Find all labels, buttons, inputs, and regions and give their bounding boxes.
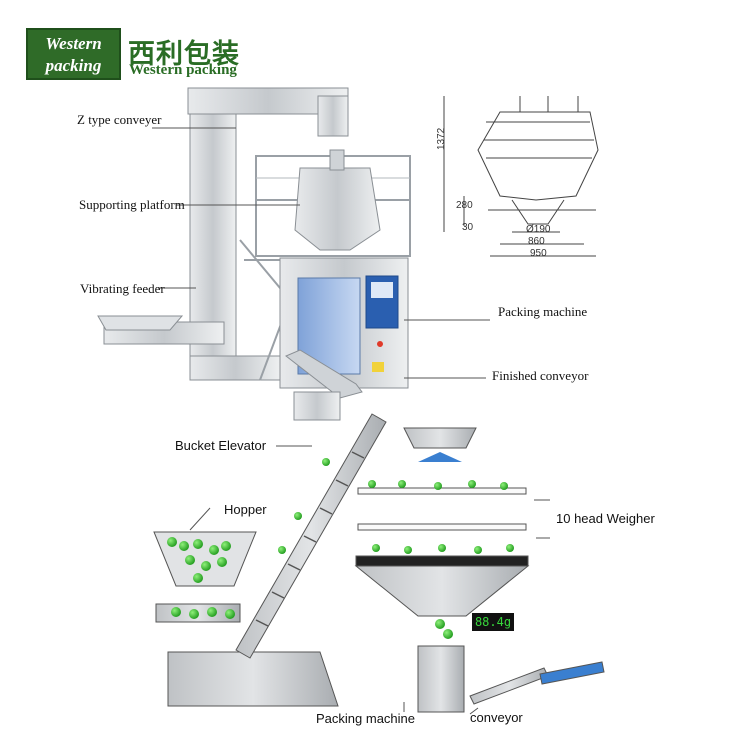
label-packing-machine: Packing machine [316, 711, 415, 726]
process-diagram [153, 413, 605, 715]
dimension-950: 950 [530, 248, 547, 259]
bucket-elevator [235, 413, 387, 659]
label-finished-conveyor: Finished conveyor [492, 368, 589, 383]
weigher-top-bowl [403, 427, 477, 449]
label-z-conveyer: Z type conveyer [77, 112, 162, 127]
z-type-conveyer [97, 87, 349, 381]
dimension-280: 280 [456, 200, 473, 211]
dimension-860: 860 [528, 236, 545, 247]
logo-line2: packing [45, 56, 102, 75]
output-conveyor [469, 661, 605, 705]
logo-chinese-name: 西利包装 [128, 39, 240, 70]
label-supporting-platform: Supporting platform [79, 197, 185, 212]
machine-leader-lines [152, 127, 490, 379]
weigher-chute [354, 565, 530, 617]
weigher-cone [418, 452, 462, 462]
dimension-30: 30 [462, 222, 474, 233]
weight-display: 88.4g [472, 613, 514, 631]
product-pellets [167, 458, 514, 639]
packing-cylinder [417, 645, 465, 713]
label-bucket-elevator: Bucket Elevator [175, 438, 267, 453]
packing-machine-body [279, 257, 409, 421]
label-packing-machine-top: Packing machine [498, 304, 588, 319]
weigher-buckets [355, 487, 529, 567]
elevator-base [167, 651, 339, 707]
logo-english-name: Western packing [129, 62, 237, 78]
dimension-drawing [443, 96, 599, 257]
diagram-leader-lines [189, 445, 550, 715]
label-conveyor: conveyor [470, 710, 523, 725]
brand-logo-box: Western packing [26, 28, 121, 80]
dimension-height: 1372 [436, 127, 447, 150]
label-10-head-weigher: 10 head Weigher [556, 511, 655, 526]
logo-line1: Western [45, 34, 102, 53]
label-hopper: Hopper [224, 502, 267, 517]
dimension-diameter: Ø190 [526, 224, 551, 235]
machine-illustration [97, 87, 599, 421]
label-vibrating-feeder: Vibrating feeder [80, 281, 165, 296]
